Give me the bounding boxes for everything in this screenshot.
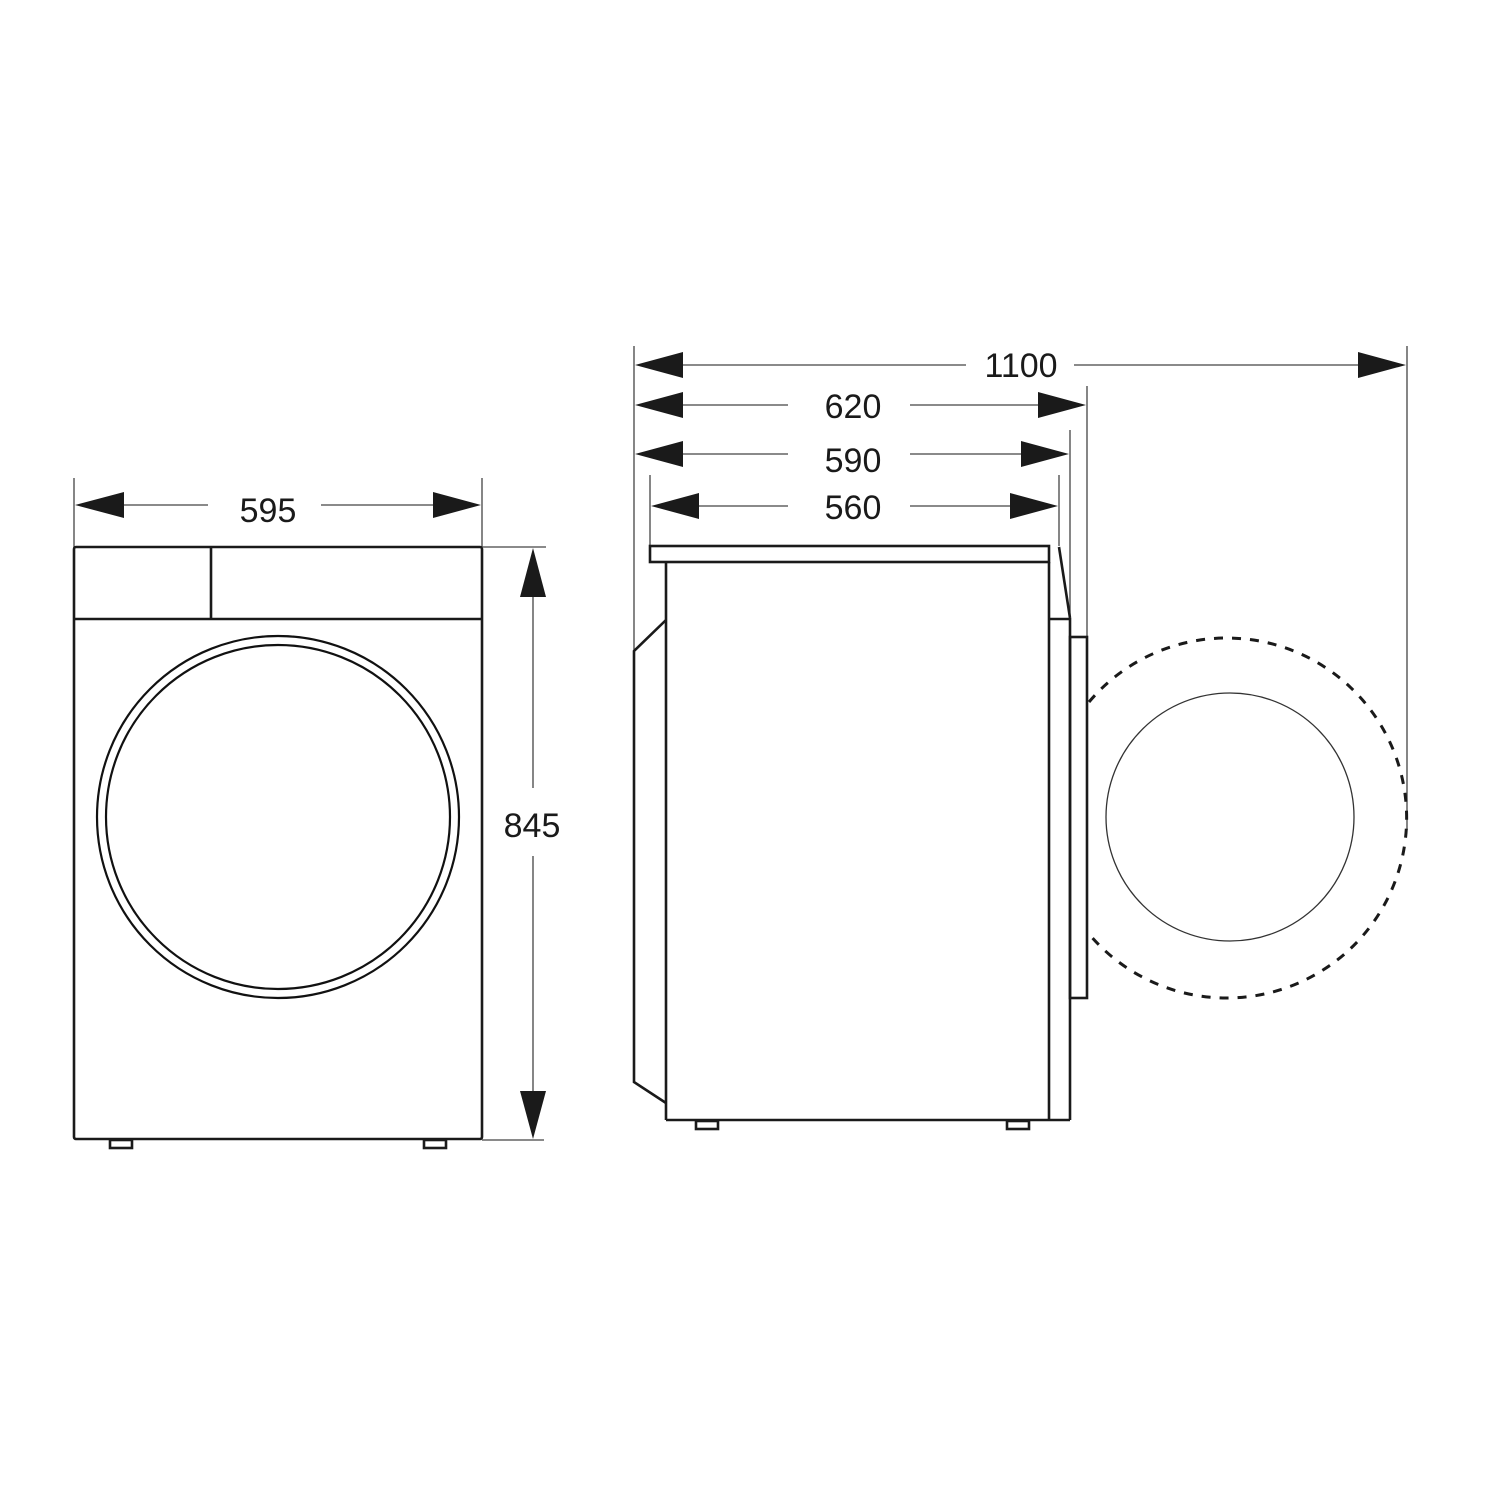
door-outer-ring [95, 634, 461, 1000]
arrow-down-icon [520, 1091, 546, 1139]
door-swing-dotted-arc [1087, 636, 1409, 1000]
arrow-right-icon [1010, 493, 1058, 519]
door-profile [1068, 635, 1089, 1000]
front-height-label: 845 [504, 807, 561, 845]
arrow-right-icon [1038, 392, 1086, 418]
arrow-right-icon [1358, 352, 1406, 378]
front-width-label: 595 [240, 492, 297, 530]
dim-590-label: 590 [825, 442, 882, 480]
side-view: 1100 620 590 560 [632, 346, 1409, 1131]
arrow-left-icon [635, 441, 683, 467]
panel-slant [1057, 546, 1072, 619]
arrow-left-icon [635, 392, 683, 418]
door-glass-circle [1105, 692, 1355, 942]
arrow-left-icon [75, 492, 124, 518]
foot-rear [694, 1119, 720, 1131]
front-cabinet [72, 545, 484, 1141]
foot-left [108, 1138, 134, 1150]
arrow-up-icon [520, 548, 546, 597]
arrow-left-icon [635, 352, 683, 378]
foot-front [1005, 1119, 1031, 1131]
door-inner-ring [104, 643, 452, 991]
dim-560-label: 560 [825, 489, 882, 527]
front-view: 595 845 [72, 478, 561, 1150]
arrow-left-icon [651, 493, 699, 519]
rear-bulge [632, 619, 667, 1105]
dim-620-label: 620 [825, 388, 882, 426]
arrow-right-icon [433, 492, 481, 518]
worktop [648, 544, 1051, 564]
arrow-right-icon [1021, 441, 1069, 467]
foot-right [422, 1138, 448, 1150]
dim-1100-label: 1100 [984, 347, 1057, 385]
